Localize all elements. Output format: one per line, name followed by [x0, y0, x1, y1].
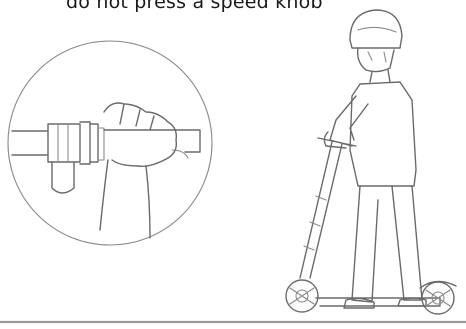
- electric-scooter: [286, 138, 456, 314]
- handlebar-detail-inset: [8, 41, 212, 245]
- rider-figure: [324, 10, 426, 308]
